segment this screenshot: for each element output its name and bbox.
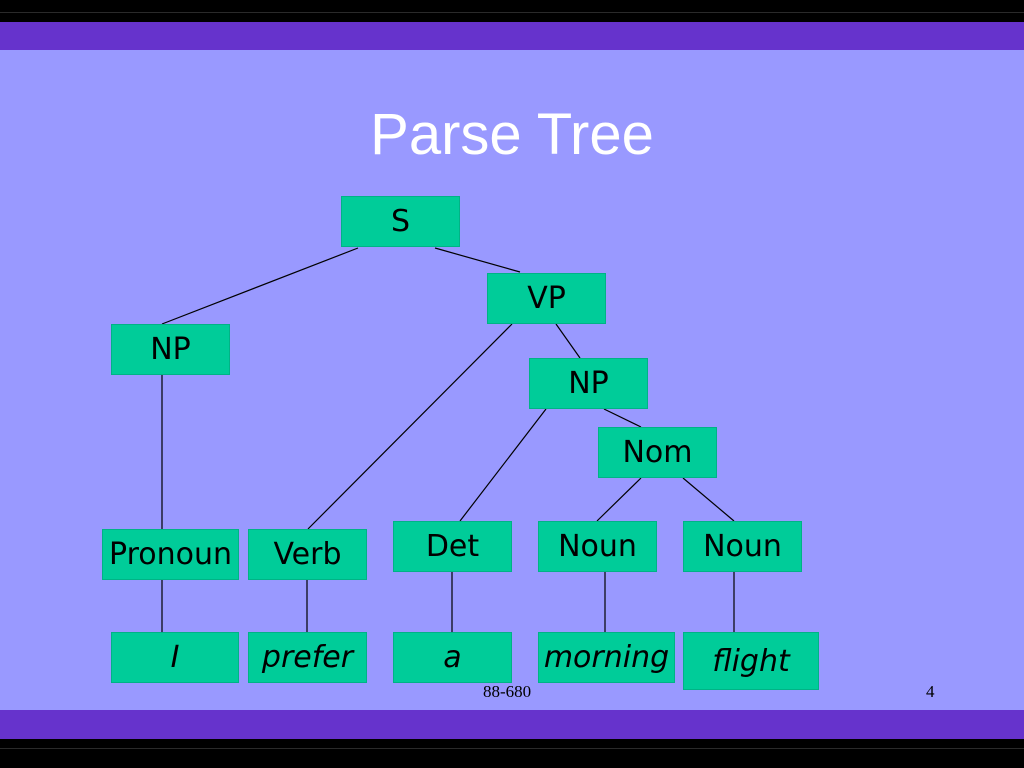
page-number: 4 (926, 682, 935, 701)
node-noun-1: Noun (538, 521, 657, 572)
edge-np-nom (603, 408, 642, 428)
node-np-subject-label: NP (150, 332, 191, 367)
bottom-rule (0, 748, 1024, 749)
top-band (0, 22, 1024, 50)
node-np-object: NP (529, 358, 648, 409)
node-np-object-label: NP (568, 366, 609, 401)
slide-background (0, 50, 1024, 710)
edge-nom-noun2 (682, 477, 735, 522)
node-noun-2-label: Noun (703, 529, 782, 564)
footer-course-code: 88-680 (483, 682, 532, 701)
node-pronoun-label: Pronoun (109, 537, 232, 572)
edge-s-np (161, 247, 359, 325)
leaf-a-label: a (443, 640, 462, 675)
leaf-morning-label: morning (543, 640, 670, 675)
node-np-subject: NP (111, 324, 230, 375)
slide-title: Parse Tree (370, 102, 654, 167)
leaf-flight: flight (683, 632, 819, 690)
node-verb-label: Verb (273, 537, 342, 572)
leaf-i-label: I (170, 640, 180, 675)
node-s: S (341, 196, 460, 247)
node-noun-2: Noun (683, 521, 802, 572)
leaf-prefer-label: prefer (261, 640, 354, 675)
node-pronoun: Pronoun (102, 529, 239, 580)
edge-s-vp (434, 247, 521, 273)
leaf-prefer: prefer (248, 632, 367, 683)
node-noun-1-label: Noun (558, 529, 637, 564)
node-nom-label: Nom (622, 435, 693, 470)
node-vp-label: VP (527, 281, 566, 316)
node-verb: Verb (248, 529, 367, 580)
bottom-band (0, 710, 1024, 739)
node-det: Det (393, 521, 512, 572)
leaf-morning: morning (538, 632, 675, 683)
edge-nom-noun1 (596, 477, 642, 522)
leaf-a: a (393, 632, 512, 683)
edge-vp-np (555, 323, 581, 359)
node-det-label: Det (425, 529, 480, 564)
top-rule (0, 12, 1024, 13)
leaf-flight-label: flight (712, 643, 790, 679)
node-nom: Nom (598, 427, 717, 478)
node-s-label: S (390, 204, 411, 239)
node-vp: VP (487, 273, 606, 324)
edge-np-det (459, 408, 547, 522)
leaf-i: I (111, 632, 239, 683)
edge-vp-verb (307, 323, 513, 530)
